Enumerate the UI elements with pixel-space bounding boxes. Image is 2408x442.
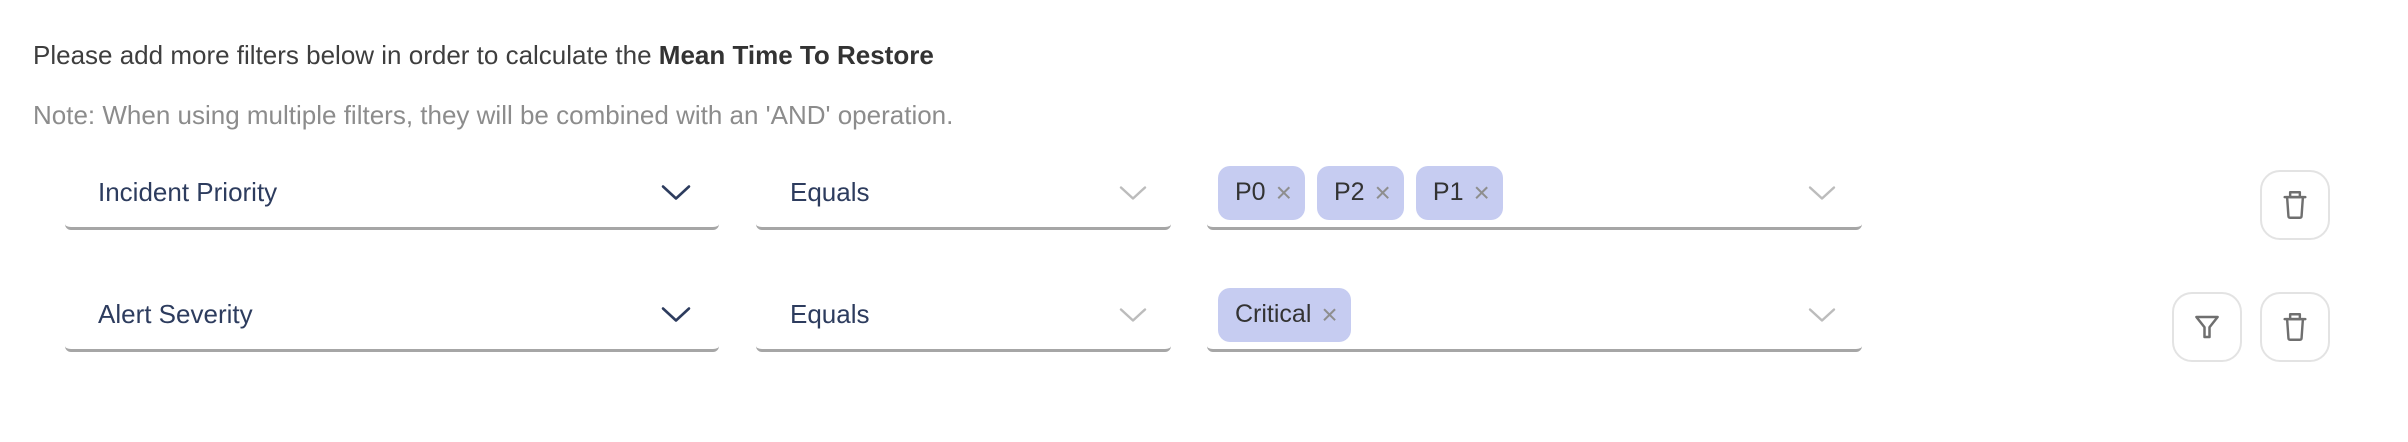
remove-tag-icon[interactable]: × — [1321, 298, 1338, 330]
operator-select-value: Equals — [790, 299, 870, 329]
filters-panel: Please add more filters below in order t… — [33, 38, 2408, 362]
row-actions — [2260, 170, 2330, 240]
delete-filter-button[interactable] — [2260, 292, 2330, 362]
filters-note: Note: When using multiple filters, they … — [33, 100, 954, 130]
operator-select[interactable]: Equals — [756, 280, 1171, 352]
attribute-select-value: Alert Severity — [98, 299, 253, 329]
row-actions — [2172, 292, 2330, 362]
filter-row-incident-priority: Incident Priority Equals P0 × — [33, 158, 2408, 240]
trash-icon — [2283, 191, 2307, 219]
chevron-down-icon — [1119, 185, 1147, 200]
chevron-down-icon — [661, 185, 691, 200]
funnel-icon — [2195, 315, 2219, 339]
filter-row-alert-severity: Alert Severity Equals Critical × — [33, 280, 2408, 362]
metric-name: Mean Time To Restore — [658, 40, 934, 70]
chevron-down-icon — [1119, 307, 1147, 322]
remove-tag-icon[interactable]: × — [1275, 176, 1292, 208]
trash-icon — [2283, 313, 2307, 341]
values-multiselect[interactable]: Critical × — [1207, 280, 1862, 352]
value-tag: P1 × — [1415, 165, 1503, 220]
delete-filter-button[interactable] — [2260, 170, 2330, 240]
values-multiselect[interactable]: P0 × P2 × P1 × — [1207, 158, 1862, 230]
apply-filter-button[interactable] — [2172, 292, 2242, 362]
chevron-down-icon — [1808, 185, 1836, 200]
value-tag-label: P1 — [1432, 178, 1464, 206]
filter-rows: Incident Priority Equals P0 × — [33, 158, 2408, 362]
selected-values: Critical × — [1218, 287, 1351, 342]
chevron-down-icon — [1808, 307, 1836, 322]
attribute-select-value: Incident Priority — [98, 177, 278, 207]
value-tag: P0 × — [1218, 165, 1305, 220]
intro-text: Please add more filters below in order t… — [33, 40, 659, 70]
value-tag-label: P2 — [1333, 178, 1365, 206]
value-tag: P2 × — [1316, 165, 1404, 220]
selected-values: P0 × P2 × P1 × — [1218, 165, 1503, 220]
remove-tag-icon[interactable]: × — [1374, 176, 1391, 208]
value-tag-label: P0 — [1235, 178, 1266, 206]
page-title: Please add more filters below in order t… — [33, 38, 2408, 72]
attribute-select[interactable]: Alert Severity — [65, 280, 719, 352]
chevron-down-icon — [661, 307, 691, 322]
remove-tag-icon[interactable]: × — [1473, 176, 1490, 208]
attribute-select[interactable]: Incident Priority — [65, 158, 719, 230]
value-tag: Critical × — [1218, 287, 1351, 342]
value-tag-label: Critical — [1235, 300, 1312, 328]
operator-select[interactable]: Equals — [756, 158, 1171, 230]
operator-select-value: Equals — [790, 177, 870, 207]
